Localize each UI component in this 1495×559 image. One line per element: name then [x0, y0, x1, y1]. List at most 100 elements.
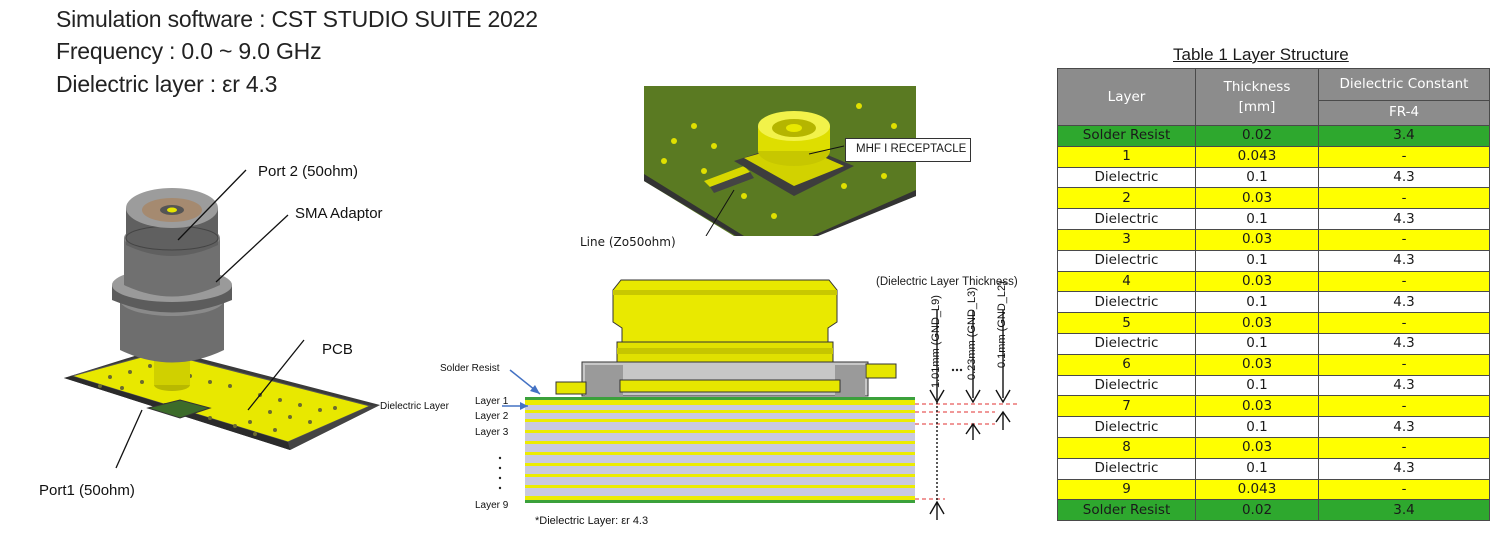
header-frequency: Frequency : 0.0 ~ 9.0 GHz [56, 38, 322, 64]
layer9-label: Layer 9 [475, 500, 509, 511]
dielectric-constant-cell: 4.3 [1318, 457, 1490, 480]
thickness-cell: 0.1 [1195, 457, 1319, 480]
port2-label: Port 2 (50ohm) [258, 163, 359, 180]
layer-cell: 5 [1057, 312, 1196, 334]
dielectric-constant-cell: 3.4 [1318, 499, 1490, 522]
dielectric-constant-cell: 4.3 [1318, 332, 1490, 355]
thickness-cell: 0.1 [1195, 291, 1319, 314]
line-label: Line (Zo50ohm) [580, 235, 676, 249]
layer-cell: 8 [1057, 436, 1196, 459]
dielectric-footnote: *Dielectric Layer: εr 4.3 [535, 515, 649, 527]
dim-small-label: 0.1mm (GND_L2) [996, 281, 1008, 368]
thickness-cell: 0.03 [1195, 312, 1319, 334]
dielectric-constant-cell: - [1318, 312, 1490, 334]
dielectric-constant-cell: 4.3 [1318, 291, 1490, 314]
col-header-material: FR-4 [1318, 99, 1490, 127]
thickness-cell: 0.1 [1195, 416, 1319, 438]
layer2-label: Layer 2 [475, 411, 509, 422]
layer-cell: Dielectric [1057, 291, 1196, 314]
solder-resist-label: Solder Resist [440, 363, 500, 374]
thickness-cell: 0.1 [1195, 166, 1319, 189]
thickness-cell: 0.043 [1195, 145, 1319, 168]
port1-label: Port1 (50ohm) [39, 482, 135, 499]
dielectric-constant-cell: 4.3 [1318, 166, 1490, 189]
thickness-cell: 0.1 [1195, 249, 1319, 272]
col-header-thickness: Thickness [mm] [1195, 68, 1319, 126]
header-software: Simulation software : CST STUDIO SUITE 2… [56, 6, 538, 32]
receptacle-callout: MHF I RECEPTACLE [845, 138, 971, 162]
sma-pcb-model [64, 169, 380, 469]
pcb-label: PCB [322, 341, 353, 358]
layer-cell: 9 [1057, 478, 1196, 501]
thickness-cell: 0.03 [1195, 187, 1319, 210]
dielectric-constant-cell: - [1318, 478, 1490, 501]
receptacle-label: MHF I RECEPTACLE [856, 143, 967, 155]
sma-adaptor-label: SMA Adaptor [295, 205, 383, 222]
thickness-cell: 0.03 [1195, 436, 1319, 459]
pcb-layer-stack [525, 397, 915, 503]
layer-cell: Dielectric [1057, 457, 1196, 480]
dielectric-constant-cell: 4.3 [1318, 249, 1490, 272]
thickness-cell: 0.1 [1195, 208, 1319, 230]
dielectric-constant-cell: 3.4 [1318, 125, 1490, 147]
dielectric-thickness-title: (Dielectric Layer Thickness) [876, 276, 1018, 288]
layer-structure-table: Layer Thickness [mm] Dielectric Constant… [1057, 68, 1490, 522]
receptacle-render [644, 86, 916, 236]
thickness-cell: 0.03 [1195, 270, 1319, 293]
layer-cell: Solder Resist [1057, 125, 1196, 147]
cross-section-diagram: 1.01mm (GND_L9) 0.23mm (GND_L3) 0.1mm (G… [498, 279, 1020, 520]
layer-cell: Solder Resist [1057, 499, 1196, 522]
layer-cell: Dielectric [1057, 416, 1196, 438]
layer3-label: Layer 3 [475, 427, 509, 438]
dielectric-constant-cell: 4.3 [1318, 416, 1490, 438]
layer-cell: 6 [1057, 353, 1196, 376]
dielectric-constant-cell: - [1318, 436, 1490, 459]
thickness-cell: 0.02 [1195, 125, 1319, 147]
layer-cell: Dielectric [1057, 332, 1196, 355]
thickness-cell: 0.1 [1195, 332, 1319, 355]
dim-total-label: 1.01mm (GND_L9) [930, 295, 942, 388]
header-dielectric: Dielectric layer : εr 4.3 [56, 71, 278, 97]
dielectric-constant-cell: - [1318, 187, 1490, 210]
thickness-cell: 0.03 [1195, 353, 1319, 376]
dielectric-constant-cell: 4.3 [1318, 208, 1490, 230]
dielectric-constant-cell: 4.3 [1318, 374, 1490, 397]
layer1-label: Layer 1 [475, 396, 509, 407]
layer-cell: 7 [1057, 395, 1196, 418]
thickness-unit-label: [mm] [1238, 99, 1276, 115]
thickness-cell: 0.043 [1195, 478, 1319, 501]
dielectric-constant-cell: - [1318, 270, 1490, 293]
dielectric-constant-cell: - [1318, 395, 1490, 418]
layer-cell: 3 [1057, 228, 1196, 251]
layer-cell: Dielectric [1057, 249, 1196, 272]
col-header-layer: Layer [1057, 68, 1196, 126]
dielectric-layer-label: Dielectric Layer [380, 401, 449, 412]
layer-cell: 2 [1057, 187, 1196, 210]
dim-mid-label: 0.23mm (GND_L3) [966, 287, 978, 380]
layer-cell: 4 [1057, 270, 1196, 293]
dielectric-constant-cell: - [1318, 145, 1490, 168]
dielectric-constant-cell: - [1318, 353, 1490, 376]
layer-cell: Dielectric [1057, 208, 1196, 230]
layer-cell: 1 [1057, 145, 1196, 168]
